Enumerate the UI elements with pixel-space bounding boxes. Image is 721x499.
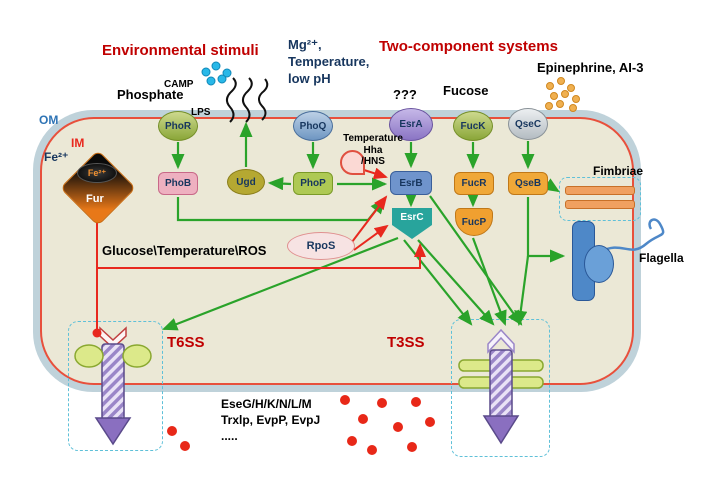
effector-line2: Trxlp, EvpP, EvpJ <box>221 413 321 428</box>
fimbriae-box <box>559 177 641 221</box>
t6ss-box <box>68 321 163 451</box>
qseb-label: QseB <box>514 178 542 189</box>
effector-list: EseG/H/K/N/L/M Trxlp, EvpP, EvpJ ..... <box>221 396 351 445</box>
fur-label: Fur <box>86 193 104 205</box>
protein-phor: PhoR <box>158 111 198 141</box>
protein-phoq: PhoQ <box>293 111 333 141</box>
esrb-label: EsrB <box>399 177 423 189</box>
protein-rpos: RpoS <box>287 232 355 260</box>
fimbriae-pilus <box>565 186 635 195</box>
phosphate-label: Phosphate <box>117 87 184 102</box>
fuck-label: FucK <box>460 120 486 132</box>
protein-qseb: QseB <box>508 172 548 195</box>
hha-balloon <box>340 150 365 175</box>
effector-line1: EseG/H/K/N/L/M <box>221 397 312 411</box>
fur-fe-label: Fe²⁺ <box>87 167 107 178</box>
fe-ion-label: Fe²⁺ <box>44 150 69 164</box>
temp-line3: /HNS <box>361 156 385 167</box>
esra-label: EsrA <box>399 119 423 130</box>
outer-membrane-label: OM <box>39 113 59 127</box>
t3ss-box <box>451 319 550 457</box>
temperature-hha-label: Temperature Hha /HNS <box>338 133 408 168</box>
protein-fuck: FucK <box>453 111 493 141</box>
temp-line1: Temperature <box>343 133 403 144</box>
mg-temp-ph-label: Mg²⁺, Temperature, low pH <box>288 37 369 88</box>
mg-line3: low pH <box>288 70 331 86</box>
fucose-label: Fucose <box>443 83 489 98</box>
temp-line2: Hha <box>363 144 383 156</box>
mg-line2: Temperature, <box>288 53 370 69</box>
flagellum-hook <box>584 245 614 283</box>
mg-line1: Mg²⁺, <box>288 37 322 52</box>
fur-fe-site: Fe²⁺ <box>77 163 117 183</box>
phob-label: PhoB <box>164 178 192 189</box>
fimbriae-label: Fimbriae <box>593 164 644 178</box>
two-component-systems-title: Two-component systems <box>379 38 558 55</box>
protein-fucr: FucR <box>454 172 494 195</box>
fucp-label: FucP <box>461 216 487 228</box>
unknown-stimulus-label: ??? <box>393 87 417 102</box>
protein-phob: PhoB <box>158 172 198 195</box>
fucr-label: FucR <box>461 178 487 189</box>
environmental-stimuli-title: Environmental stimuli <box>102 42 259 59</box>
t3ss-label: T3SS <box>387 334 425 351</box>
ugd-label: Ugd <box>236 176 256 188</box>
qsec-label: QseC <box>514 118 542 130</box>
phor-label: PhoR <box>164 120 192 132</box>
protein-phop: PhoP <box>293 172 333 195</box>
protein-ugd: Ugd <box>227 169 265 195</box>
protein-qsec: QseC <box>508 108 548 140</box>
lps-label: LPS <box>191 107 211 118</box>
esrc-label: EsrC <box>400 212 424 223</box>
glucose-temp-ros-label: Glucose\Temperature\ROS <box>102 243 267 258</box>
phop-label: PhoP <box>300 178 326 189</box>
t6ss-label: T6SS <box>167 334 205 351</box>
camp-label: CAMP <box>164 79 194 90</box>
fimbriae-pilus <box>565 200 635 209</box>
epinephrine-label: Epinephrine, AI-3 <box>537 60 644 75</box>
inner-membrane-label: IM <box>71 136 85 150</box>
phoq-label: PhoQ <box>299 120 327 132</box>
epinephrine-dots <box>545 77 580 112</box>
protein-esrb: EsrB <box>390 171 432 195</box>
protein-esra: EsrA <box>389 108 433 141</box>
camp-dots <box>201 61 232 86</box>
effector-line3: ..... <box>221 429 238 444</box>
flagella-label: Flagella <box>639 251 684 265</box>
rpos-label: RpoS <box>306 240 336 252</box>
